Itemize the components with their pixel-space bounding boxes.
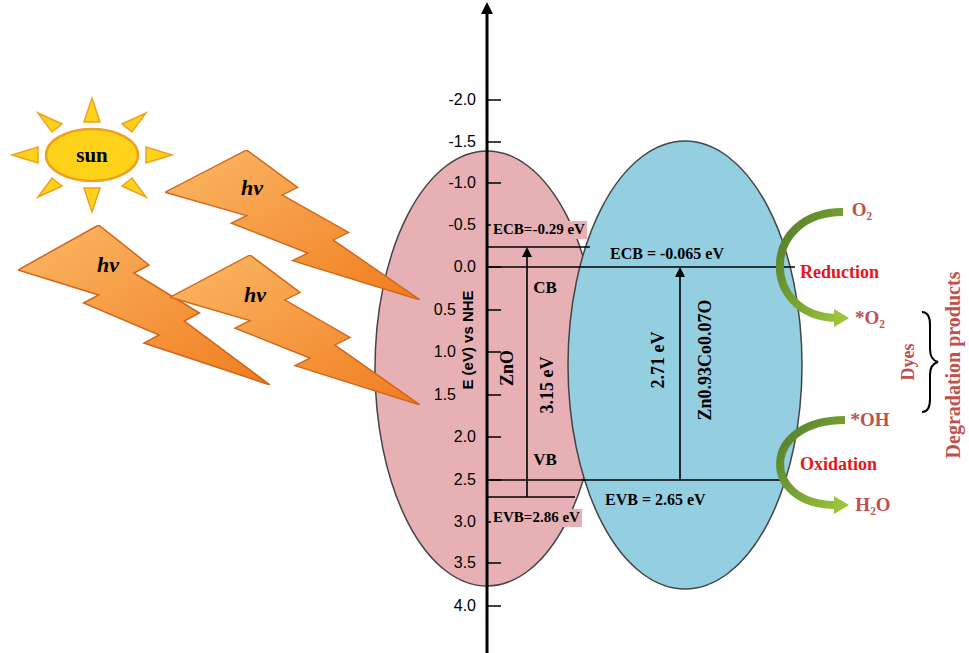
axis-tick-label: 0.5 — [434, 301, 456, 319]
axis-tick-label: 3.0 — [454, 513, 476, 531]
dyes-label: Dyes — [898, 344, 919, 381]
species-label: *OH — [850, 409, 889, 431]
sun-ray — [122, 178, 146, 197]
light-bolt — [170, 255, 420, 405]
tick — [487, 309, 501, 311]
band-gap-value: 3.15 eV — [537, 357, 558, 414]
tick — [487, 562, 501, 564]
axis-title: E (eV) vs NHE — [459, 290, 476, 389]
light-bolt: hv — [170, 255, 420, 405]
light-bolt: hv — [165, 150, 420, 300]
species-label: H₂O — [855, 494, 890, 516]
band-gap-value: 2.71 eV — [648, 332, 669, 389]
band-edge-line — [487, 246, 590, 248]
tick — [487, 141, 501, 143]
light-bolt — [18, 225, 270, 385]
axis-tick-label: -1.5 — [448, 133, 476, 151]
band-edge-value: ECB=-0.29 eV — [491, 221, 587, 238]
band-name: VB — [533, 450, 557, 470]
axis-tick-label: 4.0 — [454, 597, 476, 615]
material-name: ZnO — [497, 350, 518, 386]
tick — [487, 394, 501, 396]
tick — [487, 99, 501, 101]
products-label: Degradation products — [942, 272, 965, 459]
axis-tick-label: 2.0 — [454, 428, 476, 446]
bolt-outline — [165, 150, 420, 300]
axis-tick-label: -2.0 — [448, 91, 476, 109]
ellipse-outline — [568, 141, 802, 589]
species-label: *O₂ — [855, 307, 885, 329]
axis-tick-label: 0.0 — [454, 258, 476, 276]
energy-axis — [486, 10, 489, 653]
light-bolt: hv — [18, 225, 270, 385]
axis-tick-label: 2.5 — [454, 471, 476, 489]
curly-brace — [922, 312, 938, 412]
sun-ray — [146, 147, 172, 163]
band-edge-line — [487, 479, 788, 481]
photon-label: hv — [97, 252, 119, 277]
axis-tick-label: -1.0 — [448, 174, 476, 192]
sun-ray — [38, 178, 62, 197]
process-label: Reduction — [800, 262, 879, 283]
band-gap-arrow — [679, 275, 681, 480]
axis-tick-label: 3.5 — [454, 554, 476, 572]
sun-ray — [84, 188, 100, 212]
process-label: Oxidation — [800, 454, 877, 475]
sun-ray — [84, 98, 100, 122]
arrowhead — [834, 496, 849, 514]
sun-disc — [46, 129, 138, 181]
sun-shape: sun — [44, 127, 140, 183]
axis-tick-label: 1.0 — [434, 343, 456, 361]
band-edge-value: ECB = -0.065 eV — [610, 245, 724, 263]
sun-ray — [122, 113, 146, 132]
ellipse-outline — [375, 151, 599, 586]
doped-band-ellipse: ECB = -0.065 eV 2.71 eV Zn0.93Co0.07O EVB =… — [567, 140, 803, 590]
band-edge-line — [487, 496, 575, 498]
axis-tick-label: 1.5 — [434, 386, 456, 404]
band-name: CB — [533, 278, 557, 298]
axis-tick-label: -0.5 — [448, 216, 476, 234]
photon-label: hv — [244, 282, 266, 307]
axis-arrowhead — [481, 2, 493, 14]
tick — [487, 182, 501, 184]
sun-ray — [12, 147, 38, 163]
sun-ray — [38, 113, 62, 132]
light-bolt — [165, 150, 420, 300]
arrowhead — [834, 309, 849, 327]
band-edge-value: EVB=2.86 eV — [491, 509, 582, 526]
band-edge-line — [487, 266, 795, 268]
band-edge-value: EVB = 2.65 eV — [605, 491, 706, 509]
doped-band-ellipse — [567, 140, 803, 590]
tick — [487, 605, 501, 607]
sun-rays — [12, 98, 172, 212]
material-name: Zn0.93Co0.07O — [695, 299, 716, 420]
photon-label: hv — [241, 175, 263, 200]
sun-label: sun — [76, 143, 108, 167]
band-gap-arrow — [526, 255, 528, 497]
species-label: O₂ — [852, 199, 872, 221]
zno-band-ellipse: ECB=-0.29 eV CB ZnO 3.15 eV VB EVB=2.86 eV — [374, 150, 600, 587]
tick — [487, 436, 501, 438]
